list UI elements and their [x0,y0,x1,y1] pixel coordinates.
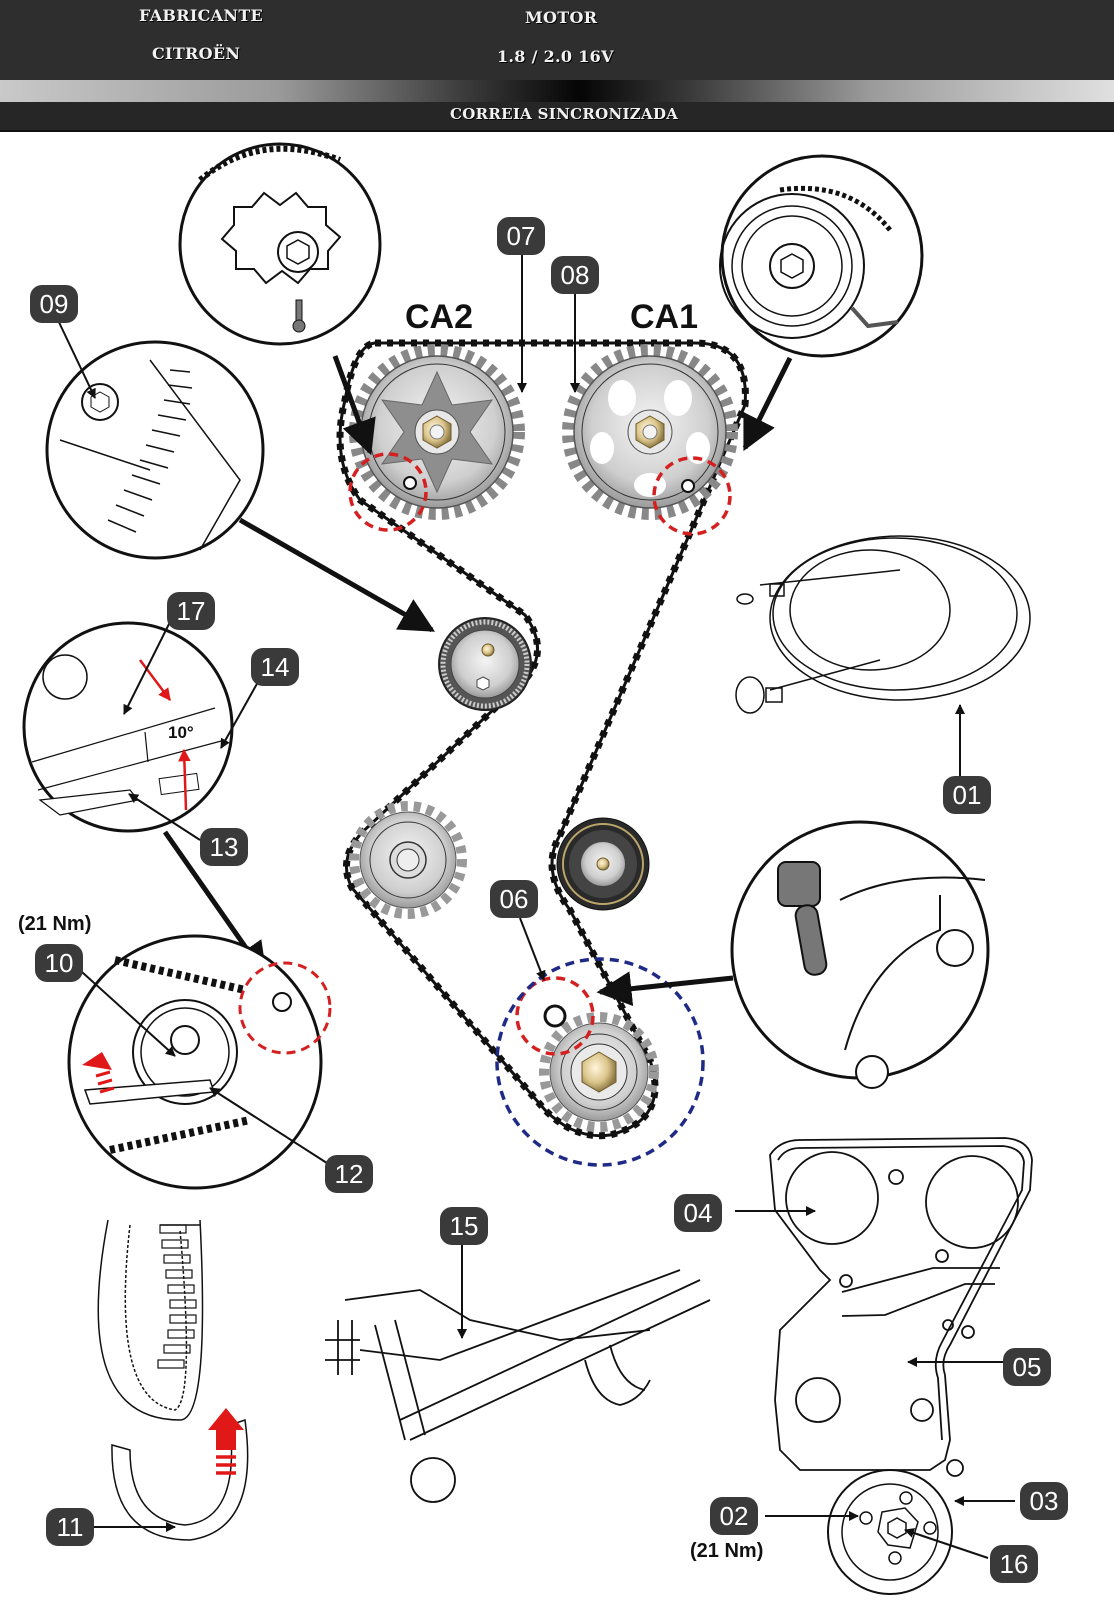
svg-text:03: 03 [1030,1486,1059,1516]
camshaft-sprocket-ca2 [349,344,525,520]
svg-text:05: 05 [1013,1352,1042,1382]
timing-cover [769,1137,1033,1477]
svg-text:09: 09 [40,289,69,319]
callout-12: 12 [325,1155,373,1193]
engine-value: 1.8 / 2.0 16V [497,47,614,66]
tensioner-pulley [556,817,650,911]
crankshaft-sprocket [539,1012,659,1132]
engine-label: MOTOR [525,8,598,27]
svg-text:10: 10 [45,948,74,978]
svg-text:08: 08 [561,260,590,290]
callout-09: 09 [30,285,78,323]
section-title: CORREIA SINCRONIZADA [450,105,679,123]
crank-mark-blue [495,957,705,1167]
svg-text:07: 07 [507,221,536,251]
svg-text:14: 14 [261,652,290,682]
svg-text:12: 12 [335,1159,364,1189]
timing-belt-diagram: CA2 CA1 [0,132,1114,1598]
pointer-arrow-ca2 [332,355,376,456]
svg-text:13: 13 [210,832,239,862]
callout-17: 17 [167,592,215,630]
detail-tensioner-adjust [67,934,332,1190]
pointer-arrow-ca1 [742,356,793,452]
locking-tool-illustration [325,1269,711,1503]
callout-08: 08 [551,256,599,294]
pointer-arrow-idler [238,517,436,633]
detail-idler-bolt [45,340,265,560]
leader-lines [56,255,1015,1559]
callout-15: 15 [440,1207,488,1245]
callout-14: 14 [251,648,299,686]
callout-05: 05 [1003,1348,1051,1386]
svg-text:06: 06 [500,884,529,914]
svg-text:01: 01 [953,780,982,810]
header-bar: FABRICANTE CITROËN MOTOR 1.8 / 2.0 16V C… [0,0,1114,132]
callout-04: 04 [674,1194,722,1232]
timing-belt [336,339,749,1140]
section-title-bar: CORREIA SINCRONIZADA [0,102,1114,132]
callout-07: 07 [497,217,545,255]
callout-11: 11 [46,1508,94,1546]
manufacturer-value: CITROËN [152,44,241,63]
callout-badges: 07 08 09 17 14 13 01 06 10 12 15 04 05 0… [30,217,1068,1583]
idler-pulley [438,617,532,711]
callout-10: 10 [35,944,83,982]
manufacturer-label: FABRICANTE [139,6,264,25]
detail-tensioner-angle [22,621,234,833]
svg-text:17: 17 [177,596,206,626]
detail-ca1-lock [719,154,924,358]
belt-retainer-illustration [97,1219,249,1541]
torque-label-tensioner: (21 Nm) [18,913,91,935]
svg-text:11: 11 [57,1512,84,1542]
crank-mark-red [515,976,595,1056]
header-gradient-band [0,80,1114,102]
svg-text:16: 16 [1000,1549,1029,1579]
detail-crank-pin [730,820,990,1089]
svg-text:15: 15 [450,1211,479,1241]
timing-mark-ca1 [652,456,732,536]
water-pump-sprocket [349,801,467,919]
callout-01: 01 [943,776,991,814]
callout-03: 03 [1020,1482,1068,1520]
camshaft-label-ca1: CA1 [630,298,698,336]
callout-06: 06 [490,880,538,918]
timing-pin-cable [735,535,1031,714]
crank-timing-hole [543,1004,567,1028]
camshaft-label-ca2: CA2 [405,298,473,336]
crankshaft-pulley [827,1469,953,1595]
callout-02: 02 [710,1497,758,1535]
callout-13: 13 [200,828,248,866]
camshaft-sprocket-ca1 [562,344,738,520]
callout-16: 16 [990,1545,1038,1583]
timing-mark-ca2 [348,452,428,532]
torque-label-pulley: (21 Nm) [690,1540,763,1562]
svg-text:04: 04 [684,1198,713,1228]
angle-label: 10° [168,723,194,742]
svg-text:02: 02 [720,1501,749,1531]
detail-ca2-lock [178,142,382,346]
pointer-arrow-crank [596,971,734,1007]
